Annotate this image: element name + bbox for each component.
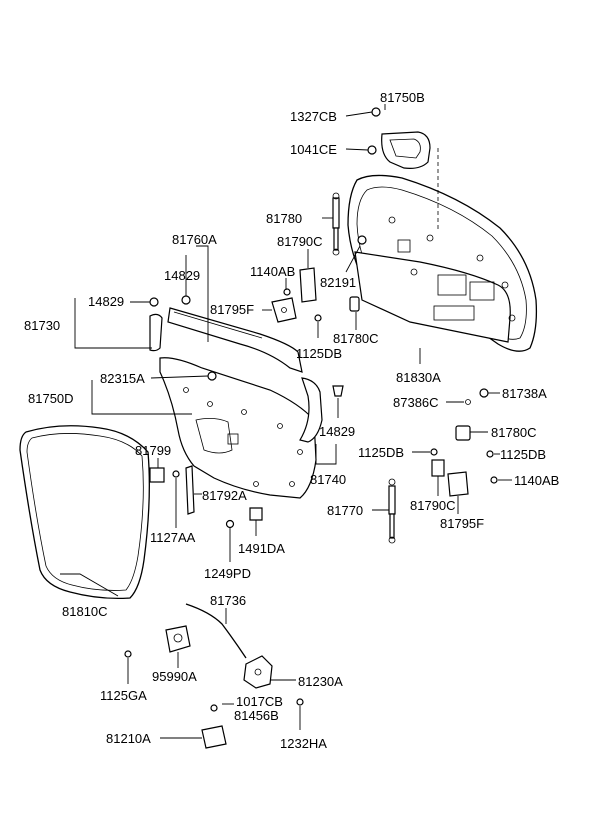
cushion-81738a (479, 388, 489, 398)
label-1017cb: 1017CB (236, 694, 283, 709)
bumper-81780c-right (455, 425, 471, 441)
bumper-82191 (357, 235, 367, 245)
tailgate-panel-81830a (347, 174, 538, 352)
label-81210a: 81210A (106, 731, 151, 746)
label-81736: 81736 (210, 593, 246, 608)
part-labels: 81750B 1327CB 1041CE 81780 81790C 82191 … (24, 90, 559, 751)
label-1140ab-right: 1140AB (514, 473, 559, 488)
label-1327cb: 1327CB (290, 109, 337, 124)
label-81799: 81799 (135, 443, 171, 458)
gas-strut-81780 (332, 192, 340, 256)
label-81795f-top: 81795F (210, 302, 254, 317)
nut-1491da (249, 507, 263, 521)
label-81830a: 81830A (396, 370, 441, 385)
label-87386c: 87386C (393, 395, 439, 410)
label-1491da: 1491DA (238, 541, 285, 556)
actuator-95990a (124, 625, 191, 658)
bracket-81790c-top (271, 267, 322, 323)
bracket-81790c-right (431, 459, 445, 477)
cover-81799 (149, 467, 165, 483)
screw-1249pd (225, 519, 235, 529)
label-82315a: 82315A (100, 371, 145, 386)
side-trim-81730 (149, 313, 163, 352)
label-95990a: 95990A (152, 669, 197, 684)
label-81456b: 81456B (234, 708, 279, 723)
label-81780c-top: 81780C (333, 331, 379, 346)
gas-strut-81770 (388, 478, 396, 544)
label-81790c-top: 81790C (277, 234, 323, 249)
handle-81750b (367, 107, 431, 169)
upper-trim-81760a (167, 307, 303, 373)
label-1041ce: 1041CE (290, 142, 337, 157)
side-piece-81740 (299, 377, 323, 443)
bolt-1125db-right (486, 450, 494, 458)
label-14829-c: 14829 (319, 424, 355, 439)
label-81795f-right: 81795F (440, 516, 484, 531)
label-81810c: 81810C (62, 604, 108, 619)
bracket-81792a (185, 465, 195, 515)
inner-trim-81750d (159, 357, 317, 499)
label-1249pd: 1249PD (204, 566, 251, 581)
clip-14829-b (149, 297, 159, 307)
label-1125db-mid: 1125DB (358, 445, 404, 460)
label-1232ha: 1232HA (280, 736, 327, 751)
label-1140ab-top: 1140AB (250, 264, 295, 279)
bolt-1140ab-right (490, 476, 498, 484)
label-81780c-right: 81780C (491, 425, 537, 440)
latch-81230a (243, 655, 273, 689)
bolt-1232ha (296, 698, 304, 706)
leader-lines (60, 104, 512, 739)
label-82191: 82191 (320, 275, 356, 290)
label-81770: 81770 (327, 503, 363, 518)
screw-1127aa (172, 470, 180, 478)
label-1125db-top: 1125DB (296, 346, 342, 361)
label-81792a: 81792A (202, 488, 247, 503)
bracket-81795f-right (447, 471, 469, 497)
clip-14829-a (181, 295, 191, 305)
label-1125ga: 1125GA (100, 688, 147, 703)
bumper-81780c-top (349, 296, 360, 312)
weatherstrip-81810c (19, 425, 150, 600)
label-81738a: 81738A (502, 386, 547, 401)
cable-81736 (185, 603, 247, 659)
label-81730: 81730 (24, 318, 60, 333)
bolt-1125db-mid (430, 448, 438, 456)
label-81750b: 81750B (380, 90, 425, 105)
label-1127aa: 1127AA (150, 530, 196, 545)
label-14829-b: 14829 (88, 294, 124, 309)
label-81230a: 81230A (298, 674, 343, 689)
clip-14829-c (332, 385, 344, 397)
bolt-1017cb (210, 704, 218, 712)
washer-87386c (465, 399, 471, 405)
label-14829-a: 14829 (164, 268, 200, 283)
label-81740: 81740 (310, 472, 346, 487)
label-81760a: 81760A (172, 232, 217, 247)
label-1125db-right: 1125DB (500, 447, 546, 462)
striker-81210a (201, 725, 227, 749)
label-81780: 81780 (266, 211, 302, 226)
label-81750d: 81750D (28, 391, 74, 406)
label-81790c-right: 81790C (410, 498, 456, 513)
